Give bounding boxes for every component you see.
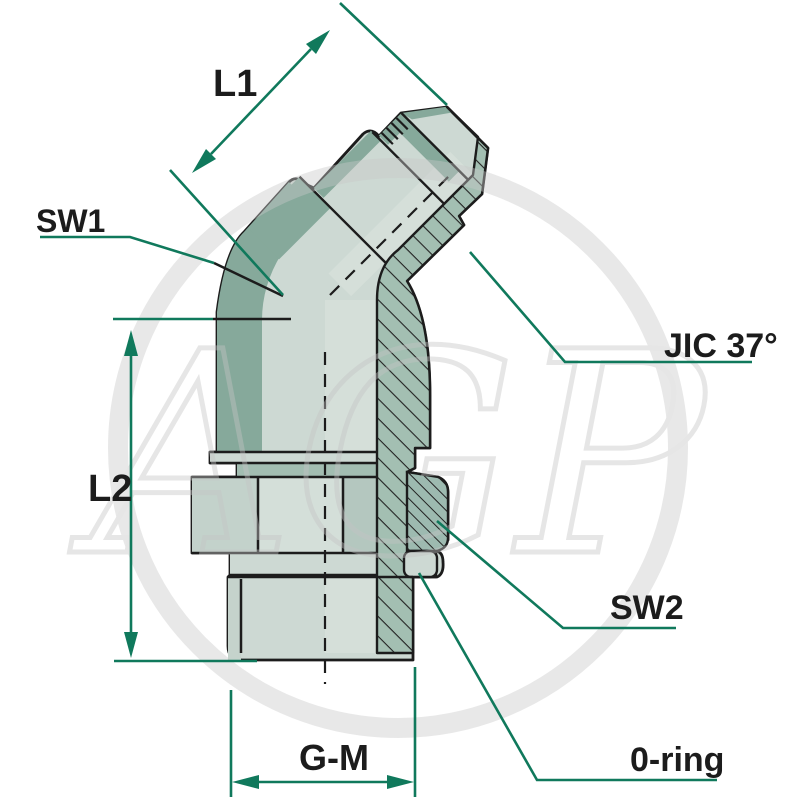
gm-dimension <box>229 667 417 797</box>
watermark: AGP <box>66 158 712 738</box>
arm-hex-dark-edge <box>313 130 381 198</box>
centerline-diagonal <box>329 172 453 296</box>
l1-extension-upper <box>339 2 448 106</box>
l1-dimension <box>169 2 448 296</box>
gm-arrowhead-right <box>387 775 414 789</box>
body-edge-lines <box>192 261 413 653</box>
label-sw2: SW2 <box>610 589 684 627</box>
labels: L1 SW1 L2 G-M JIC 37° SW2 0-ring <box>36 63 778 779</box>
locknut-flat-right <box>343 477 377 553</box>
l1-arrowhead-upper <box>306 30 330 54</box>
jic-leader <box>469 251 752 364</box>
l2-arrowhead-upper <box>124 330 138 356</box>
sw1-leader <box>40 235 215 265</box>
dimensions <box>40 2 752 797</box>
gm-arrowhead-left <box>232 775 259 789</box>
l2-arrowhead-lower <box>124 632 138 658</box>
l2-dimension <box>113 317 257 663</box>
watermark-text: AGP <box>69 293 709 619</box>
washer-plate-2 <box>237 463 377 477</box>
label-gm: G-M <box>299 737 369 778</box>
locknut-flat-left <box>192 477 258 553</box>
centerlines <box>323 172 453 684</box>
l1-arrowhead-lower <box>192 149 216 173</box>
label-sw1: SW1 <box>36 203 105 239</box>
thread-relief-dark-band <box>390 113 460 182</box>
stud-thread-root-band <box>228 577 241 660</box>
watermark-circle <box>108 158 688 738</box>
sw2-leader <box>436 520 676 630</box>
label-l1: L1 <box>213 63 257 105</box>
fitting-drawing <box>190 105 490 684</box>
l1-dimension-line <box>210 48 312 155</box>
l1-extension-lower <box>169 169 284 296</box>
sw2-hex-section <box>405 470 450 553</box>
oring-leader <box>417 572 717 782</box>
cone-dark-edge <box>401 106 453 120</box>
label-l2: L2 <box>88 468 132 510</box>
label-oring: 0-ring <box>630 741 724 779</box>
label-jic: JIC 37° <box>664 327 778 365</box>
locknut-flat-front <box>258 477 343 553</box>
washer-plate-1 <box>210 452 377 463</box>
washer-under-nut <box>230 553 377 575</box>
arm-block-dark-band <box>247 176 331 260</box>
